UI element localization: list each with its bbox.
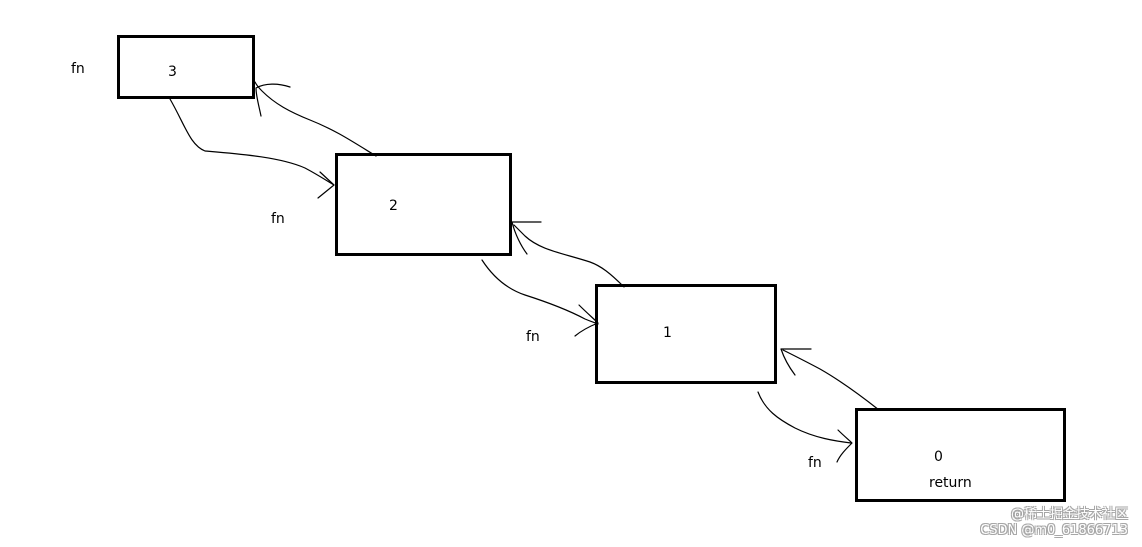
node-box-2: 2 xyxy=(335,153,512,256)
watermark: @稀土掘金技术社区 CSDN @m0_61866713 xyxy=(980,507,1128,539)
call-arrow-2-to-1 xyxy=(481,259,599,325)
node-box-0: 0 return xyxy=(855,408,1066,502)
return-arrow-1-to-2 xyxy=(513,224,625,288)
fn-label-3: fn xyxy=(71,61,85,77)
call-arrowhead-3-to-2 xyxy=(317,171,335,199)
node-value-3: 3 xyxy=(168,64,177,80)
return-arrowhead-2-to-3 xyxy=(255,83,291,117)
return-arrow-0-to-1 xyxy=(782,349,880,411)
node-box-1: 1 xyxy=(595,284,777,384)
node-value-1: 1 xyxy=(663,325,672,341)
node-value-0: 0 xyxy=(934,449,943,465)
fn-label-1: fn xyxy=(526,329,540,345)
call-arrow-1-to-0 xyxy=(757,391,852,444)
call-arrow-3-to-2 xyxy=(169,98,335,186)
return-arrowhead-0-to-1 xyxy=(780,348,812,376)
watermark-line-1: @稀土掘金技术社区 xyxy=(1010,507,1128,522)
fn-label-0: fn xyxy=(808,455,822,471)
call-arrowhead-1-to-0 xyxy=(836,429,853,463)
watermark-line-2: CSDN @m0_61866713 xyxy=(980,523,1128,538)
return-label: return xyxy=(929,475,972,491)
fn-label-2: fn xyxy=(271,211,285,227)
return-arrowhead-1-to-2 xyxy=(511,221,542,255)
node-value-2: 2 xyxy=(389,198,398,214)
node-box-3: 3 xyxy=(117,35,255,99)
return-arrow-2-to-3 xyxy=(254,81,377,157)
